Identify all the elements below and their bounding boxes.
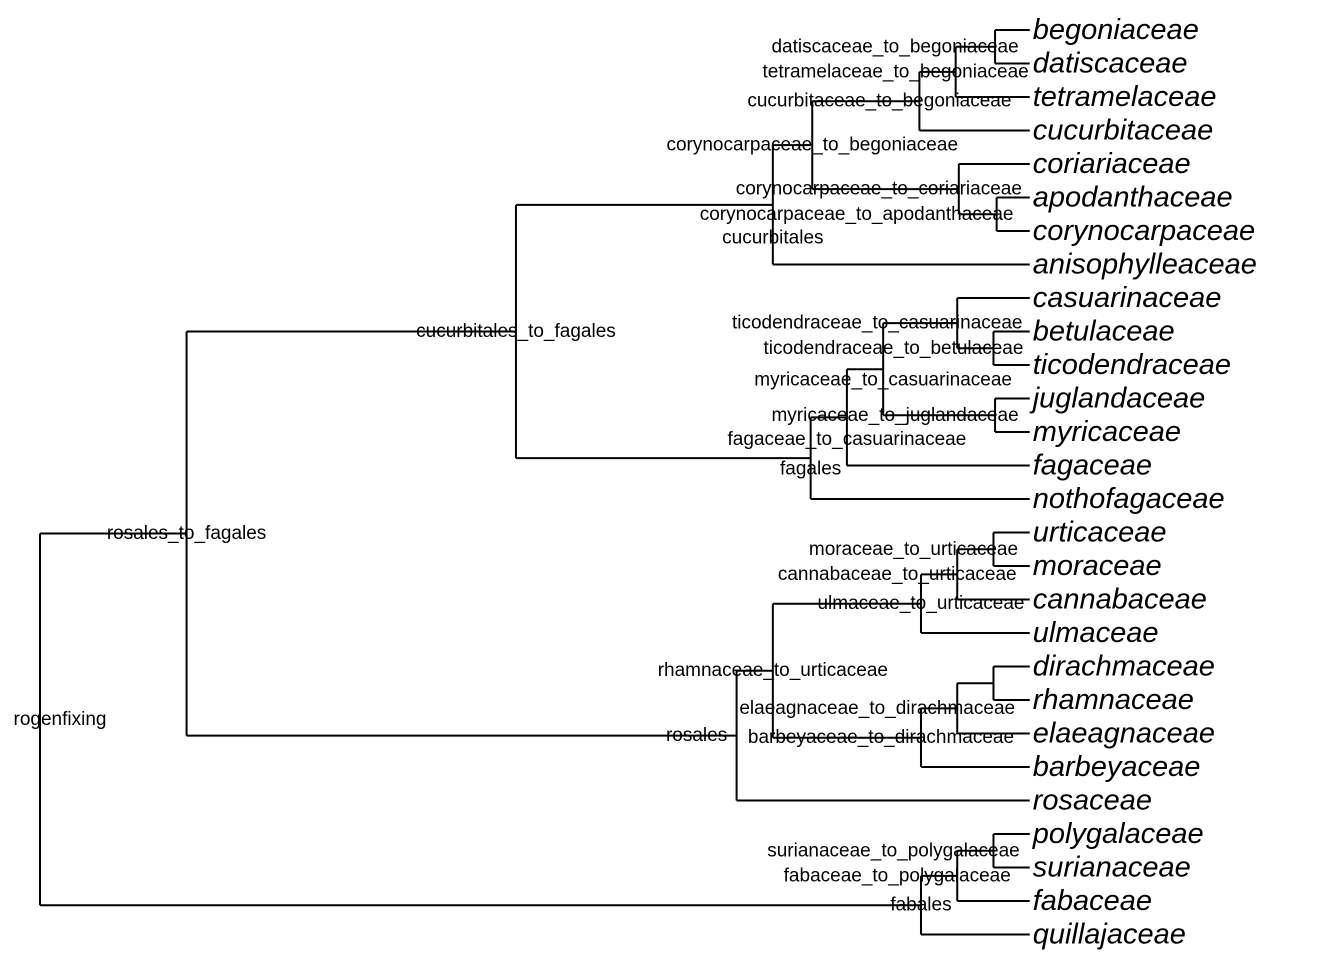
node-label-fabaceae-to-polygalaceae: fabaceae_to_polygalaceae — [784, 865, 1011, 886]
tree-labels: begoniaceaedatiscaceaetetramelaceaecucur… — [14, 14, 1257, 951]
tip-label-ulmaceae: ulmaceae — [1033, 617, 1159, 649]
node-label-ticodendraceae-to-casuarinaceae: ticodendraceae_to_casuarinaceae — [732, 313, 1023, 334]
node-label-barbeyaceae-to-dirachmaceae: barbeyaceae_to_dirachmaceae — [748, 727, 1014, 748]
node-label-fabales: fabales — [890, 895, 951, 916]
tip-label-surianaceae: surianaceae — [1033, 852, 1191, 884]
node-label-datiscaceae-to-begoniaceae: datiscaceae_to_begoniaceae — [771, 36, 1018, 57]
tip-label-urticaceae: urticaceae — [1033, 517, 1167, 549]
node-label-cucurbitales: cucurbitales — [722, 227, 823, 248]
node-label-tetramelaceae-to-begoniaceae: tetramelaceae_to_begoniaceae — [763, 61, 1029, 82]
tip-label-datiscaceae: datiscaceae — [1033, 48, 1188, 80]
node-label-fagales: fagales — [780, 459, 841, 480]
tip-label-barbeyaceae: barbeyaceae — [1033, 751, 1201, 783]
tip-label-elaeagnaceae: elaeagnaceae — [1033, 718, 1215, 750]
node-label-elaeagnaceae-to-dirachmaceae: elaeagnaceae_to_dirachmaceae — [739, 698, 1015, 719]
tip-label-polygalaceae: polygalaceae — [1032, 818, 1204, 850]
tip-label-betulaceae: betulaceae — [1033, 316, 1175, 348]
node-label-surianaceae-to-polygalaceae: surianaceae_to_polygalaceae — [767, 840, 1019, 861]
tip-label-rosaceae: rosaceae — [1033, 785, 1152, 817]
node-label-rogenfixing: rogenfixing — [14, 709, 107, 730]
tip-label-corynocarpaceae: corynocarpaceae — [1033, 215, 1255, 247]
tip-label-cannabaceae: cannabaceae — [1033, 584, 1207, 616]
tip-label-moraceae: moraceae — [1033, 550, 1162, 582]
tip-label-fabaceae: fabaceae — [1033, 885, 1152, 917]
tip-label-ticodendraceae: ticodendraceae — [1033, 349, 1231, 381]
node-label-cannabaceae-to-urticaceae: cannabaceae_to_urticaceae — [778, 564, 1017, 585]
tip-label-nothofagaceae: nothofagaceae — [1033, 483, 1225, 515]
node-label-rhamnaceae-to-urticaceae: rhamnaceae_to_urticaceae — [658, 660, 888, 681]
node-label-corynocarpaceae-to-coriariaceae: corynocarpaceae_to_coriariaceae — [736, 179, 1022, 200]
tip-label-apodanthaceae: apodanthaceae — [1033, 182, 1233, 214]
tip-label-quillajaceae: quillajaceae — [1033, 919, 1186, 951]
node-label-cucurbitales-to-fagales: cucurbitales_to_fagales — [416, 321, 616, 342]
node-label-corynocarpaceae-to-begoniaceae: corynocarpaceae_to_begoniaceae — [666, 135, 958, 156]
tip-label-rhamnaceae: rhamnaceae — [1033, 684, 1194, 716]
tip-label-myricaceae: myricaceae — [1033, 416, 1181, 448]
node-label-rosales: rosales — [666, 725, 727, 746]
node-label-moraceae-to-urticaceae: moraceae_to_urticaceae — [809, 539, 1018, 560]
node-label-myricaceae-to-juglandaceae: myricaceae_to_juglandaceae — [771, 405, 1018, 426]
node-label-cucurbitaceae-to-begoniaceae: cucurbitaceae_to_begoniaceae — [747, 91, 1011, 112]
tip-label-cucurbitaceae: cucurbitaceae — [1033, 115, 1214, 147]
tip-label-anisophylleaceae: anisophylleaceae — [1033, 249, 1257, 281]
node-label-myricaceae-to-casuarinaceae: myricaceae_to_casuarinaceae — [754, 370, 1012, 391]
node-label-ticodendraceae-to-betulaceae: ticodendraceae_to_betulaceae — [764, 338, 1024, 359]
tip-label-begoniaceae: begoniaceae — [1033, 14, 1199, 46]
tree-branches — [39, 29, 1030, 936]
tip-label-juglandaceae: juglandaceae — [1029, 383, 1206, 415]
tip-label-dirachmaceae: dirachmaceae — [1033, 651, 1215, 683]
node-label-fagaceae-to-casuarinaceae: fagaceae_to_casuarinaceae — [728, 429, 967, 450]
tip-label-fagaceae: fagaceae — [1033, 450, 1152, 482]
tip-label-casuarinaceae: casuarinaceae — [1033, 282, 1222, 314]
tip-label-tetramelaceae: tetramelaceae — [1033, 81, 1217, 113]
node-label-rosales-to-fagales: rosales_to_fagales — [107, 523, 267, 544]
node-label-ulmaceae-to-urticaceae: ulmaceae_to_urticaceae — [817, 593, 1024, 614]
tip-label-coriariaceae: coriariaceae — [1033, 148, 1191, 180]
node-label-corynocarpaceae-to-apodanthaceae: corynocarpaceae_to_apodanthaceae — [700, 204, 1014, 225]
